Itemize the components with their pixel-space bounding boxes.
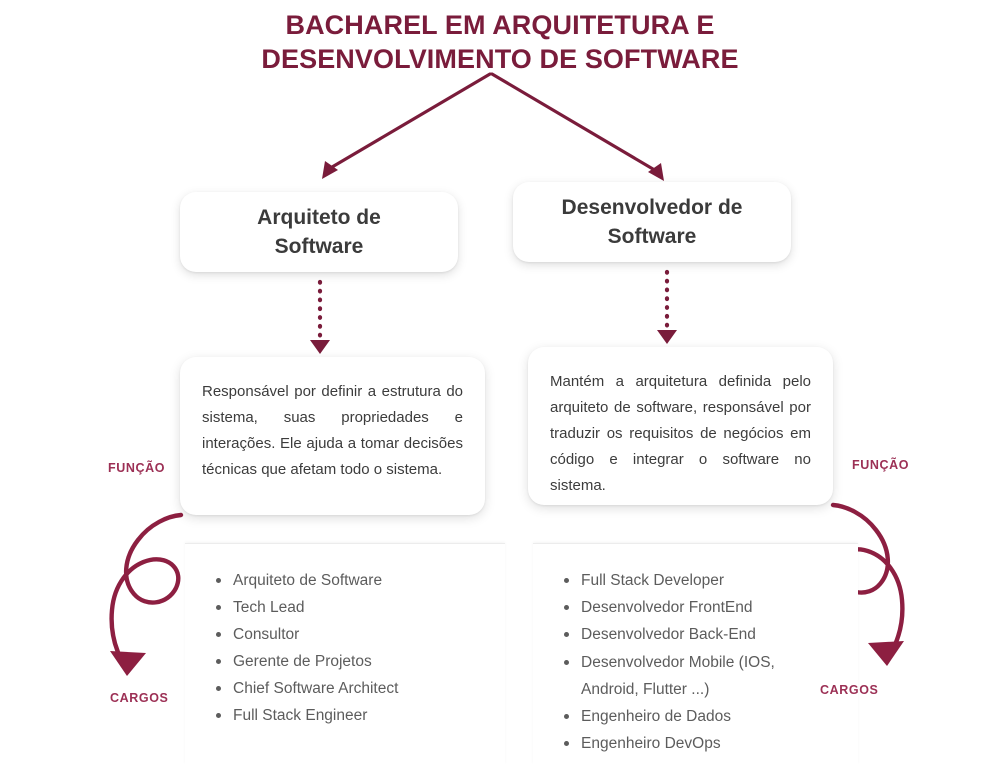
list-item: Full Stack Developer xyxy=(564,567,858,594)
list-item: Engenheiro de Dados xyxy=(564,703,858,730)
list-item: Desenvolvedor FrontEnd xyxy=(564,594,858,621)
page-title: BACHAREL EM ARQUITETURA E DESENVOLVIMENT… xyxy=(180,8,820,76)
role-title-line-1: Desenvolvedor de xyxy=(561,196,743,219)
page-title-line-2: DESENVOLVIMENTO DE SOFTWARE xyxy=(261,44,739,74)
role-title-line-2: Software xyxy=(607,225,697,248)
cargos-list-arquiteto: Arquiteto de Software Tech Lead Consulto… xyxy=(185,544,505,729)
swirl-arrow-left xyxy=(109,512,184,671)
dotted-arrow-arquiteto xyxy=(310,279,330,354)
role-card-desenvolvedor-text: Desenvolvedor de Software xyxy=(562,193,743,251)
role-card-arquiteto-text: Arquiteto de Software xyxy=(257,203,381,261)
role-title-line-1: Arquiteto de xyxy=(257,206,381,229)
label-cargos-desenvolvedor: CARGOS xyxy=(820,683,879,697)
list-item: Gerente de Projetos xyxy=(216,648,505,675)
list-item: Desenvolvedor Mobile (IOS, Android, Flut… xyxy=(564,649,799,703)
cargos-list-desenvolvedor: Full Stack Developer Desenvolvedor Front… xyxy=(533,544,858,757)
list-item: Consultor xyxy=(216,621,505,648)
list-item: Arquiteto de Software xyxy=(216,567,505,594)
description-text-arquiteto: Responsável por definir a estrutura do s… xyxy=(202,383,463,478)
dotted-arrow-desenvolvedor xyxy=(657,269,677,344)
label-funcao-desenvolvedor: FUNÇÃO xyxy=(852,458,910,472)
description-card-arquiteto: Responsável por definir a estrutura do s… xyxy=(180,357,485,515)
list-item: Full Stack Engineer xyxy=(216,702,505,729)
cargos-panel-desenvolvedor: Full Stack Developer Desenvolvedor Front… xyxy=(533,543,858,764)
list-item: Chief Software Architect xyxy=(216,675,505,702)
description-card-desenvolvedor: Mantém a arquitetura definida pelo arqui… xyxy=(528,347,833,505)
list-item: Tech Lead xyxy=(216,594,505,621)
list-item: Desenvolvedor Back-End xyxy=(564,621,858,648)
swirl-arrowhead-right xyxy=(868,641,904,666)
arrow-title-to-desenvolvedor xyxy=(490,72,664,181)
role-title-line-2: Software xyxy=(274,235,364,258)
description-text-desenvolvedor: Mantém a arquitetura definida pelo arqui… xyxy=(550,373,811,494)
role-card-arquiteto[interactable]: Arquiteto de Software xyxy=(180,192,458,272)
list-item: Engenheiro DevOps xyxy=(564,730,858,757)
label-funcao-arquiteto: FUNÇÃO xyxy=(108,461,166,475)
cargos-panel-arquiteto: Arquiteto de Software Tech Lead Consulto… xyxy=(185,543,505,764)
swirl-arrowhead-left xyxy=(110,651,146,676)
page-title-line-1: BACHAREL EM ARQUITETURA E xyxy=(285,10,715,40)
arrow-title-to-arquiteto xyxy=(322,72,492,179)
role-card-desenvolvedor[interactable]: Desenvolvedor de Software xyxy=(513,182,791,262)
label-cargos-arquiteto: CARGOS xyxy=(110,691,169,705)
